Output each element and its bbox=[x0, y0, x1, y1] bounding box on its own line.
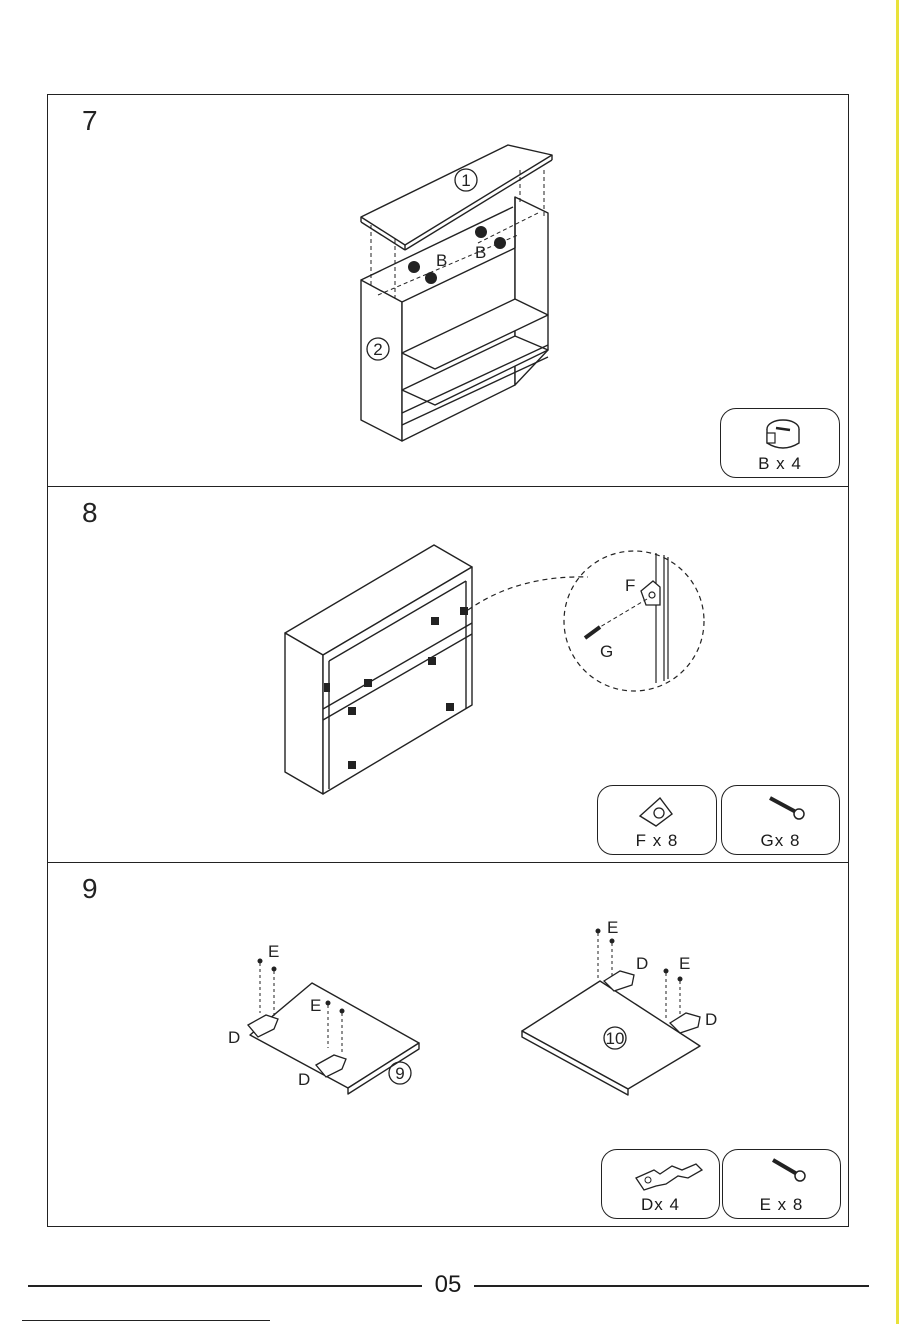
footer-rule-right bbox=[474, 1285, 869, 1287]
step-7-number: 7 bbox=[82, 105, 98, 137]
part-g-label: Gx 8 bbox=[722, 831, 839, 851]
callout-e2: E bbox=[310, 996, 321, 1015]
callout-f: F bbox=[625, 576, 635, 595]
cam-lock-icon bbox=[721, 409, 841, 459]
part-e-box: E x 8 bbox=[722, 1149, 841, 1219]
part-d-box: Dx 4 bbox=[601, 1149, 720, 1219]
side-panel-2 bbox=[361, 280, 402, 441]
part-d-label: Dx 4 bbox=[602, 1195, 719, 1215]
step-7: 1 2 B B B x 4 7 bbox=[48, 95, 848, 486]
callout-side-panel: 2 bbox=[373, 340, 382, 359]
part-e-label: E x 8 bbox=[723, 1195, 840, 1215]
part-b-box: B x 4 bbox=[720, 408, 840, 478]
instruction-frame: 1 2 B B B x 4 7 bbox=[47, 94, 849, 1227]
callout-d1: D bbox=[228, 1028, 240, 1047]
callout-d3: D bbox=[636, 954, 648, 973]
detail-circle bbox=[564, 551, 704, 691]
callout-g: G bbox=[600, 642, 613, 661]
screw-icon bbox=[722, 786, 841, 836]
callout-e3: E bbox=[607, 918, 618, 937]
callout-e4: E bbox=[679, 954, 690, 973]
corner-bracket-icon bbox=[598, 786, 718, 836]
callout-door-9: 9 bbox=[395, 1064, 404, 1083]
callout-cam-right: B bbox=[475, 243, 486, 262]
footer-rule-left bbox=[28, 1285, 422, 1287]
part-f-label: F x 8 bbox=[598, 831, 716, 851]
step-9-number: 9 bbox=[82, 873, 98, 905]
part-b-label: B x 4 bbox=[721, 454, 839, 474]
hinge-icon bbox=[602, 1150, 721, 1200]
page-number: 05 bbox=[420, 1271, 476, 1299]
screw-icon bbox=[723, 1150, 842, 1200]
part-g-box: Gx 8 bbox=[721, 785, 840, 855]
callout-d2: D bbox=[298, 1070, 310, 1089]
callout-cam-left: B bbox=[436, 251, 447, 270]
callout-d4: D bbox=[705, 1010, 717, 1029]
step-8-number: 8 bbox=[82, 497, 98, 529]
callout-top-panel: 1 bbox=[461, 171, 470, 190]
part-f-box: F x 8 bbox=[597, 785, 717, 855]
footer-stub bbox=[22, 1320, 270, 1321]
step-9: 9 10 E E E E D D D D Dx 4 E x 8 9 bbox=[48, 862, 848, 1226]
callout-door-10: 10 bbox=[606, 1029, 625, 1048]
callout-e1: E bbox=[268, 942, 279, 961]
step-8: F G F x 8 Gx 8 8 bbox=[48, 486, 848, 862]
